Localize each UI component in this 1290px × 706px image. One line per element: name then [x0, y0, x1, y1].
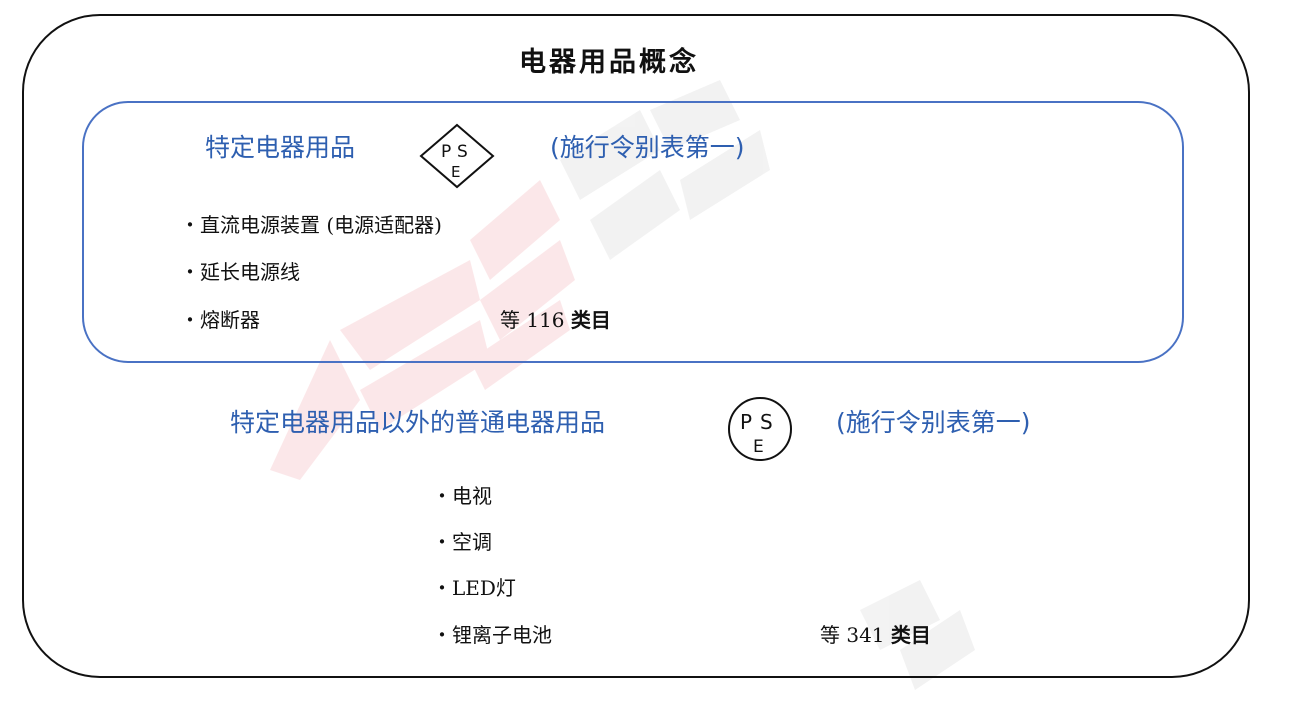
non-specified-item: ・空调	[432, 530, 492, 554]
count-value: 116	[526, 308, 565, 332]
specified-products-frame	[82, 101, 1184, 363]
count-prefix: 等	[500, 308, 520, 332]
mark-letter-s: S	[760, 410, 773, 434]
page-title: 电器用品概念	[519, 47, 699, 78]
specified-count: 等 116 类目	[500, 304, 611, 333]
non-specified-heading: 特定电器用品以外的普通电器用品	[230, 408, 606, 437]
non-specified-item: ・LED灯	[432, 576, 516, 600]
specified-item: ・熔断器	[180, 308, 260, 332]
count-suffix: 类目	[570, 308, 611, 332]
count-prefix: 等	[820, 623, 840, 647]
non-specified-count: 等 341 类目	[820, 619, 931, 648]
count-value: 341	[846, 623, 885, 647]
specified-item: ・延长电源线	[180, 260, 300, 284]
pse-diamond-mark-icon: P S E	[419, 123, 495, 189]
specified-note: (施行令别表第一)	[550, 133, 745, 162]
mark-letter-p: P	[441, 142, 451, 162]
non-specified-item: ・电视	[432, 484, 492, 508]
mark-letter-e: E	[451, 163, 460, 181]
specified-heading: 特定电器用品	[205, 133, 356, 162]
count-suffix: 类目	[890, 623, 931, 647]
outer-frame	[22, 14, 1250, 678]
specified-item: ・直流电源装置 (电源适配器)	[180, 213, 442, 237]
pse-circle-mark-icon: P S E	[728, 397, 792, 461]
mark-letter-p: P	[740, 410, 752, 434]
mark-letter-s: S	[457, 142, 468, 162]
non-specified-note: (施行令别表第一)	[836, 408, 1031, 437]
non-specified-item: ・锂离子电池	[432, 623, 552, 647]
mark-letter-e: E	[753, 437, 764, 457]
